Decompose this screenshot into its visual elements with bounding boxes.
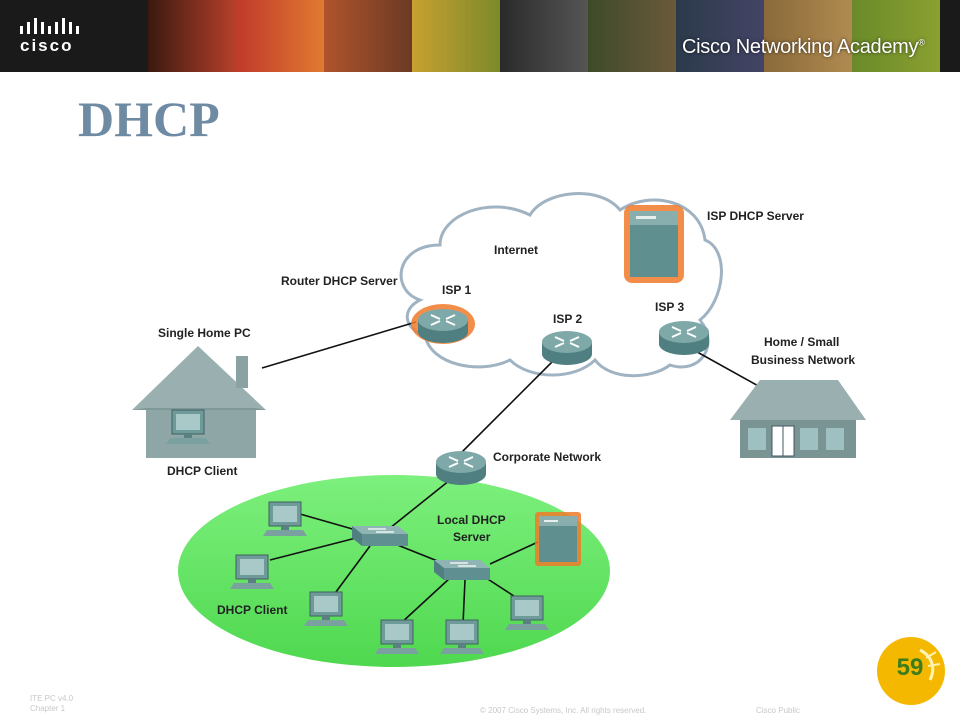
footer-chapter: Chapter 1 bbox=[30, 704, 66, 713]
slide-title: DHCP bbox=[78, 91, 220, 147]
label-local-dhcp-server: Server bbox=[453, 530, 491, 544]
label-internet: Internet bbox=[494, 243, 538, 257]
label-isp1: ISP 1 bbox=[442, 283, 471, 297]
footer-course-name: ITE PC v4.0 bbox=[30, 694, 74, 703]
page-number: 59 bbox=[896, 654, 924, 681]
label-business-network: Business Network bbox=[751, 353, 855, 367]
cisco-bridge-icon bbox=[20, 18, 79, 34]
local-dhcp-server bbox=[535, 512, 581, 566]
lan-pc-4 bbox=[374, 619, 420, 655]
label-local-dhcp: Local DHCP bbox=[437, 513, 506, 527]
label-single-home-pc: Single Home PC bbox=[158, 326, 251, 340]
link-corporate-switch1 bbox=[389, 475, 456, 529]
cisco-wordmark: cisco bbox=[20, 36, 74, 55]
link-isp2-corporate bbox=[461, 361, 553, 453]
lan-pc-2 bbox=[229, 554, 275, 590]
home-pc bbox=[165, 409, 211, 445]
lan-pc-3 bbox=[303, 591, 349, 627]
label-isp-dhcp-server: ISP DHCP Server bbox=[707, 209, 804, 223]
small-business-building bbox=[730, 380, 866, 458]
label-isp3: ISP 3 bbox=[655, 300, 684, 314]
link-isp3-small-business bbox=[689, 347, 763, 389]
lan-pc-5 bbox=[439, 619, 485, 655]
isp1-router bbox=[417, 308, 469, 344]
lan-pc-6 bbox=[504, 595, 550, 631]
academy-wordmark: Cisco Networking Academy® bbox=[682, 36, 925, 58]
page-number-badge-icon bbox=[877, 637, 945, 705]
lan-switch-2 bbox=[433, 559, 491, 581]
corporate-router bbox=[435, 450, 487, 486]
label-dhcp-client-lan: DHCP Client bbox=[217, 603, 287, 617]
single-home-house bbox=[132, 346, 266, 458]
footer-copyright: © 2007 Cisco Systems, Inc. All rights re… bbox=[480, 706, 647, 715]
lan-switch-1 bbox=[351, 525, 409, 547]
isp-dhcp-server bbox=[630, 211, 678, 277]
label-router-dhcp-server: Router DHCP Server bbox=[281, 274, 398, 288]
photo-strip bbox=[148, 0, 940, 72]
isp3-router bbox=[658, 320, 710, 356]
isp2-router bbox=[541, 330, 593, 366]
label-isp2: ISP 2 bbox=[553, 312, 582, 326]
label-home-small: Home / Small bbox=[764, 335, 839, 349]
label-dhcp-client-home: DHCP Client bbox=[167, 464, 237, 478]
link-home-pc-isp1 bbox=[261, 321, 417, 369]
footer-classification: Cisco Public bbox=[756, 706, 801, 715]
footer-course: ITE PC v4.0 Chapter 1 bbox=[30, 694, 73, 714]
header-banner: cisco Cisco Networking Academy® bbox=[0, 0, 960, 72]
lan-pc-1 bbox=[262, 501, 308, 537]
label-corporate-network: Corporate Network bbox=[493, 450, 601, 464]
